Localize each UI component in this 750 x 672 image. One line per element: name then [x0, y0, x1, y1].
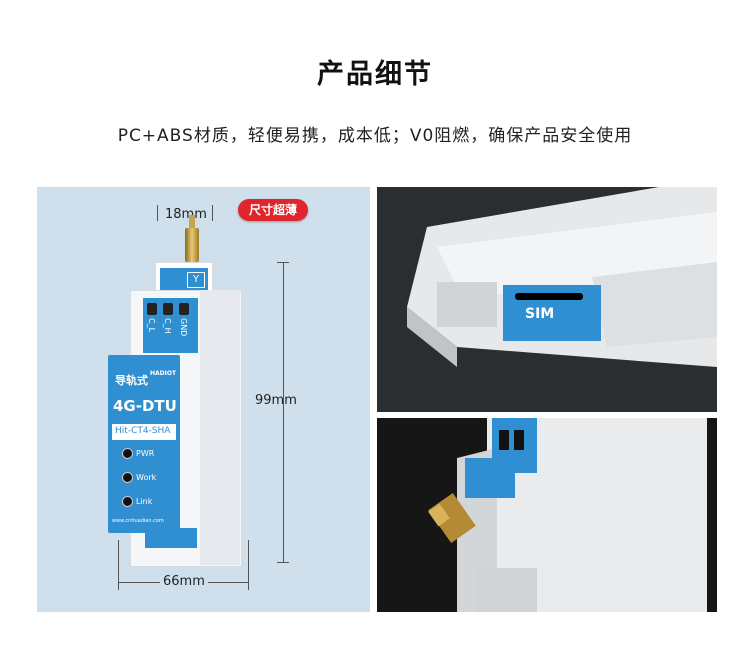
antenna-connector: [185, 228, 199, 262]
screw-icon: [147, 303, 157, 315]
terminal-label: C_H: [163, 318, 172, 334]
sim-photo-drawing: [407, 187, 717, 367]
led-label: PWR: [136, 449, 155, 458]
dim-bottom-tick-left: [118, 540, 119, 590]
antenna-connector-photo: [377, 418, 717, 612]
dim-height-line: [283, 262, 284, 562]
code-strip: [112, 424, 176, 440]
device-front-label: [108, 355, 180, 533]
dim-height: 99mm: [255, 393, 297, 408]
dim-height-tick-top: [277, 262, 289, 263]
dim-width-bottom: 66mm: [160, 574, 208, 589]
ultra-thin-badge: 尺寸超薄: [238, 199, 308, 221]
page-title: 产品细节: [317, 59, 433, 90]
device-top-cover: [160, 268, 208, 290]
led-pwr: [122, 448, 133, 459]
sim-label: SIM: [525, 306, 555, 322]
screw-icon: [179, 303, 189, 315]
antenna-icon: Y: [187, 272, 205, 288]
dim-width-top: 18mm: [165, 207, 207, 222]
terminal-label: GND: [179, 318, 188, 337]
device-model: 4G-DTU: [113, 397, 177, 415]
led-work: [122, 472, 133, 483]
dim-height-tick-bottom: [277, 562, 289, 563]
antenna-tip: [189, 215, 195, 229]
device-name-cn: 导轨式: [115, 374, 148, 387]
terminal-label: C_L: [147, 318, 156, 333]
page-subtitle: PC+ABS材质，轻便易携，成本低；V0阻燃，确保产品安全使用: [117, 126, 633, 146]
led-label: Work: [136, 473, 157, 482]
screw-icon: [163, 303, 173, 315]
led-link: [122, 496, 133, 507]
dim-tick-left: [157, 205, 158, 221]
led-label: Link: [136, 497, 153, 506]
device-code: Hit-CT4-SHA: [115, 426, 171, 436]
brand-logo: HADIOT: [150, 370, 177, 377]
website: www.cnhuadian.com: [112, 518, 164, 524]
terminal-block-bottom: [145, 528, 197, 548]
dim-tick-right: [212, 205, 213, 221]
connector-photo-drawing: [428, 418, 707, 612]
dim-bottom-tick-right: [248, 540, 249, 590]
sim-slot: [515, 293, 583, 300]
device-side: [200, 290, 240, 565]
